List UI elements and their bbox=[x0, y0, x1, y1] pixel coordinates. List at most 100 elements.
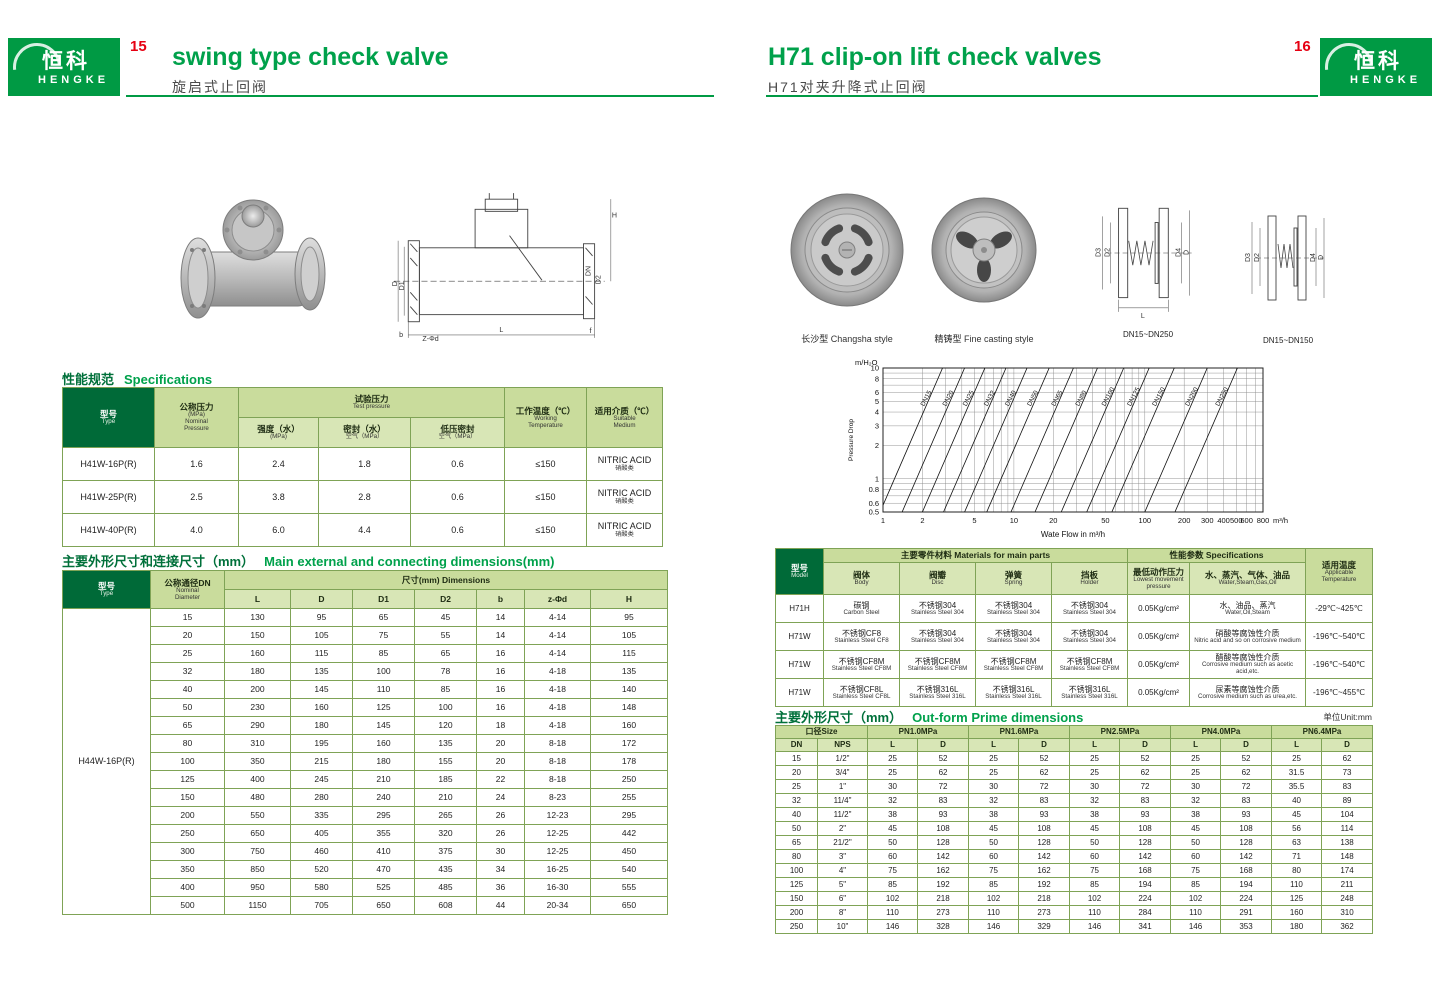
table-cell: 38 bbox=[1170, 807, 1222, 822]
text: DN80 bbox=[1074, 389, 1088, 407]
hdr-en: Water,Steam,Gas,Oil bbox=[1218, 579, 1277, 587]
table-cell: 218 bbox=[917, 891, 970, 906]
hdr-zh: 型号 bbox=[99, 409, 117, 420]
outform-table: 口径Size PN1.0MPa PN1.6MPa PN2.5MPa PN4.0M… bbox=[774, 725, 1374, 934]
table-cell: 93 bbox=[1018, 807, 1071, 822]
table-cell: -29℃~425℃ bbox=[1305, 594, 1374, 623]
table-cell: 1150 bbox=[224, 896, 291, 915]
g bbox=[1256, 215, 1324, 301]
table-cell: 34 bbox=[476, 860, 525, 879]
hdr-en: Type bbox=[99, 590, 114, 598]
table-cell: 60 bbox=[1069, 849, 1121, 864]
col-header-test-pressure: 试验压力 Test pressure bbox=[237, 387, 506, 418]
spec-header-row-2: 强度（水） (MPa) 密封（水） 空气（MPa） 低压密封 空气（MPa） bbox=[63, 417, 663, 448]
hdr-en: Suitable bbox=[613, 414, 636, 422]
dim-label-D: D bbox=[391, 281, 399, 286]
table-cell: 15 bbox=[775, 751, 818, 766]
wafer-valve-photo-changsha bbox=[790, 193, 904, 307]
hdr-en: Nominal bbox=[176, 586, 199, 594]
table-cell: 291 bbox=[1220, 905, 1273, 920]
table-cell: H41W-16P(R) bbox=[62, 447, 155, 481]
table-cell: 0.05Kg/cm² bbox=[1127, 650, 1191, 679]
col-group-pn16: PN1.6MPa bbox=[968, 725, 1071, 739]
table-cell: 148 bbox=[590, 698, 668, 717]
table-cell: 71 bbox=[1271, 849, 1323, 864]
col-header-L: L bbox=[1069, 738, 1121, 752]
col-header-strength: 强度（水） (MPa) bbox=[238, 417, 319, 448]
table-cell: 135 bbox=[290, 662, 353, 681]
table-cell: 180 bbox=[1271, 919, 1323, 934]
table-cell: 341 bbox=[1119, 919, 1172, 934]
table-cell: 410 bbox=[352, 842, 415, 861]
table-cell: 150 bbox=[224, 626, 291, 645]
table-cell: 174 bbox=[1321, 863, 1374, 878]
line bbox=[1034, 368, 1098, 512]
hdr-zh: 低压密封 bbox=[440, 424, 475, 435]
hdr-zh: 强度（水） bbox=[257, 424, 300, 435]
table-cell: 11/2" bbox=[816, 807, 869, 822]
circle bbox=[276, 227, 282, 233]
table-cell: 25 bbox=[867, 751, 919, 766]
table-cell: 50 bbox=[150, 698, 225, 717]
col-header-L: L bbox=[867, 738, 919, 752]
table-cell: 120 bbox=[414, 716, 477, 735]
table-cell: 93 bbox=[1119, 807, 1172, 822]
table-cell: 142 bbox=[1119, 849, 1172, 864]
hdr-zh: 适用温度 bbox=[1322, 559, 1357, 570]
table-cell: 460 bbox=[290, 842, 353, 861]
table-cell: 40 bbox=[150, 680, 225, 699]
table-cell: 21/2" bbox=[816, 835, 869, 850]
hdr-en: Test pressure bbox=[352, 403, 391, 411]
table-cell: 52 bbox=[1018, 751, 1071, 766]
table-cell: 50 bbox=[1069, 835, 1121, 850]
text: 600 bbox=[1240, 516, 1253, 525]
text: 3 bbox=[875, 421, 879, 430]
table-cell: 110 bbox=[1069, 905, 1121, 920]
table-cell: 400 bbox=[224, 770, 291, 789]
dim-label-D: D bbox=[1318, 255, 1325, 260]
table-cell: 72 bbox=[917, 779, 970, 794]
spec-table: 型号 Type 公称压力 (MPa) Nominal Pressure 试验压力… bbox=[62, 387, 664, 547]
text: DN32 bbox=[983, 389, 997, 407]
table-cell: 110 bbox=[968, 905, 1020, 920]
col-header-type: 型号 Type bbox=[62, 387, 155, 448]
col-header-H: H bbox=[590, 589, 668, 609]
table-cell: 16-25 bbox=[524, 860, 591, 879]
table-cell: 550 bbox=[224, 806, 291, 825]
table-cell: 25 bbox=[1271, 751, 1323, 766]
drawing-caption-small: DN15~DN150 bbox=[1262, 336, 1314, 345]
logo-text-zh: 恒科 bbox=[1354, 50, 1402, 73]
col-header-low-pressure-seal: 低压密封 空气（MPa） bbox=[409, 417, 506, 448]
left-title-en: swing type check valve bbox=[172, 43, 449, 71]
table-cell: 3.8 bbox=[238, 480, 319, 514]
table-cell: 80 bbox=[775, 849, 818, 864]
table-cell: 1/2" bbox=[816, 751, 869, 766]
outform-section-zh: 主要外形尺寸（mm） bbox=[775, 710, 903, 725]
table-cell: 100 bbox=[775, 863, 818, 878]
materials-header-row-1: 型号 Model 主要零件材料 Materials for main parts… bbox=[775, 548, 1374, 595]
table-cell: 155 bbox=[414, 752, 477, 771]
table-cell: 750 bbox=[224, 842, 291, 861]
table-cell: 435 bbox=[414, 860, 477, 879]
hdr-en: Disc bbox=[931, 579, 944, 587]
swing-check-valve-drawing: H D D1 DN D2 L Z-Φd b f bbox=[391, 193, 617, 343]
line bbox=[409, 292, 418, 301]
dim-label-b: b bbox=[399, 331, 403, 339]
table-cell: 45 bbox=[968, 821, 1020, 836]
table-cell: 329 bbox=[1018, 919, 1071, 934]
table-cell: 25 bbox=[867, 765, 919, 780]
div: Corrosive medium such as acetic acid,etc… bbox=[1201, 661, 1294, 676]
line bbox=[922, 368, 986, 512]
model-cell: H44W-16P(R) bbox=[62, 608, 151, 915]
g bbox=[1102, 210, 1190, 312]
g bbox=[956, 231, 1012, 282]
